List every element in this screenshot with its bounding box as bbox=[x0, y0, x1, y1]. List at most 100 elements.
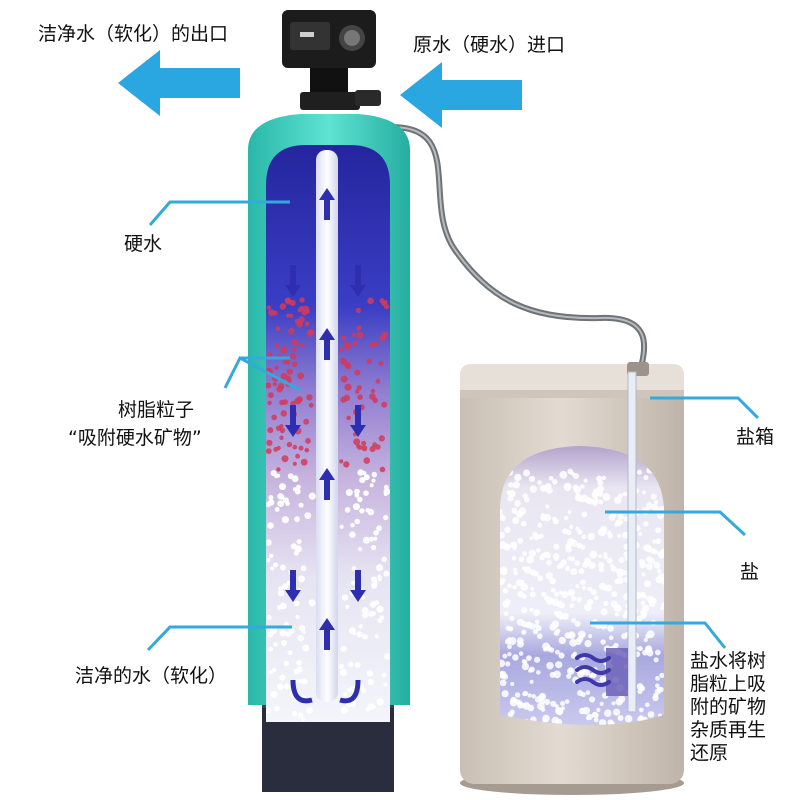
resin-bead bbox=[277, 604, 283, 610]
salt-grain bbox=[534, 619, 540, 625]
resin-bead bbox=[348, 661, 354, 667]
resin-bead bbox=[270, 690, 278, 699]
salt-grain bbox=[574, 620, 581, 628]
salt-grain bbox=[598, 554, 603, 559]
salt-grain bbox=[589, 696, 596, 703]
salt-grain bbox=[555, 707, 563, 715]
resin-bead bbox=[339, 524, 344, 530]
salt-grain bbox=[643, 637, 648, 643]
resin-bead bbox=[339, 459, 344, 464]
salt-grain bbox=[534, 656, 541, 663]
salt-grain bbox=[516, 618, 525, 626]
resin-bead bbox=[278, 586, 283, 591]
salt-grain bbox=[590, 672, 597, 679]
resin-bead bbox=[303, 418, 310, 425]
salt-grain bbox=[563, 515, 569, 521]
salt-grain bbox=[580, 579, 586, 586]
resin-bead bbox=[375, 379, 381, 384]
flow-arrow-icon bbox=[350, 570, 366, 602]
salt-grain bbox=[582, 706, 591, 715]
salt-grain bbox=[558, 652, 565, 659]
resin-bead bbox=[270, 566, 275, 571]
salt-grain bbox=[537, 633, 543, 639]
salt-grain bbox=[507, 644, 512, 650]
resin-bead bbox=[274, 343, 280, 349]
salt-grain bbox=[576, 596, 582, 603]
salt-grain bbox=[599, 528, 607, 537]
brine-tank-label: 盐箱 bbox=[736, 426, 775, 448]
salt-grain bbox=[510, 681, 515, 687]
resin-bead bbox=[300, 458, 308, 466]
resin-bead bbox=[273, 562, 279, 568]
resin-bead bbox=[361, 445, 368, 452]
salt-grain bbox=[598, 499, 604, 505]
salt-grain bbox=[615, 519, 623, 527]
resin-bead bbox=[277, 500, 284, 507]
salt-grain bbox=[554, 591, 559, 597]
resin-bead bbox=[280, 564, 286, 571]
salt-grain bbox=[543, 551, 550, 558]
salt-grain bbox=[604, 709, 612, 717]
resin-bead bbox=[290, 353, 297, 360]
resin-bead bbox=[266, 614, 272, 621]
salt-grain bbox=[593, 717, 599, 723]
right-arrow-icon bbox=[400, 62, 522, 128]
resin-bead bbox=[308, 492, 316, 500]
resin-bead bbox=[343, 461, 350, 468]
salt-grain bbox=[569, 603, 575, 609]
salt-grain bbox=[580, 495, 585, 500]
salt-grain bbox=[617, 695, 626, 703]
resin-bead bbox=[305, 438, 311, 444]
resin-bead bbox=[295, 453, 300, 459]
salt-grain bbox=[507, 583, 512, 589]
salt-grain bbox=[653, 692, 659, 699]
resin-bead bbox=[275, 326, 281, 332]
resin-bead bbox=[288, 328, 295, 335]
resin-bead bbox=[267, 427, 274, 434]
resin-bead bbox=[291, 339, 299, 346]
salt-grain bbox=[641, 604, 650, 613]
salt-grain bbox=[552, 479, 558, 485]
salt-grain bbox=[505, 661, 511, 667]
resin-bead bbox=[354, 518, 361, 525]
salt-grain bbox=[561, 591, 569, 599]
resin-bead bbox=[269, 553, 274, 558]
resin-bead bbox=[298, 679, 304, 684]
resin-bead bbox=[287, 377, 292, 383]
salt-grain bbox=[656, 686, 663, 692]
salt-grain bbox=[512, 517, 520, 525]
resin-bead bbox=[351, 566, 357, 571]
resin-bead bbox=[356, 631, 363, 638]
salt-grain bbox=[514, 500, 521, 507]
salt-grain bbox=[650, 493, 657, 500]
salt-grain bbox=[646, 563, 653, 571]
resin-bead bbox=[345, 489, 353, 496]
salt-grain bbox=[584, 603, 592, 611]
resin-bead bbox=[266, 382, 272, 389]
resin-bead bbox=[284, 683, 291, 690]
resin-bead bbox=[279, 424, 284, 429]
salt-grain bbox=[652, 539, 657, 544]
salt-grain bbox=[520, 520, 527, 527]
salt-grain bbox=[514, 692, 521, 698]
salt-grain bbox=[593, 595, 599, 601]
salt-grain bbox=[583, 669, 591, 676]
resin-bead bbox=[282, 583, 289, 590]
resin-bead bbox=[301, 629, 306, 635]
resin-bead bbox=[300, 342, 305, 348]
resin-bead bbox=[369, 445, 376, 453]
resin-bead bbox=[279, 435, 284, 440]
resin-bead bbox=[373, 341, 379, 347]
resin-bead bbox=[296, 484, 301, 490]
salt-grain bbox=[617, 513, 624, 520]
flow-arrow-icon bbox=[285, 265, 301, 297]
salt-grain bbox=[507, 652, 512, 657]
salt-grain bbox=[558, 590, 563, 595]
salt-grain bbox=[610, 512, 617, 519]
resin-bead bbox=[276, 467, 281, 472]
flow-arrow-icon bbox=[285, 570, 301, 602]
resin-bead bbox=[293, 600, 300, 607]
resin-bead bbox=[279, 427, 286, 434]
salt-grain bbox=[645, 702, 650, 708]
salt-grain bbox=[568, 667, 574, 673]
